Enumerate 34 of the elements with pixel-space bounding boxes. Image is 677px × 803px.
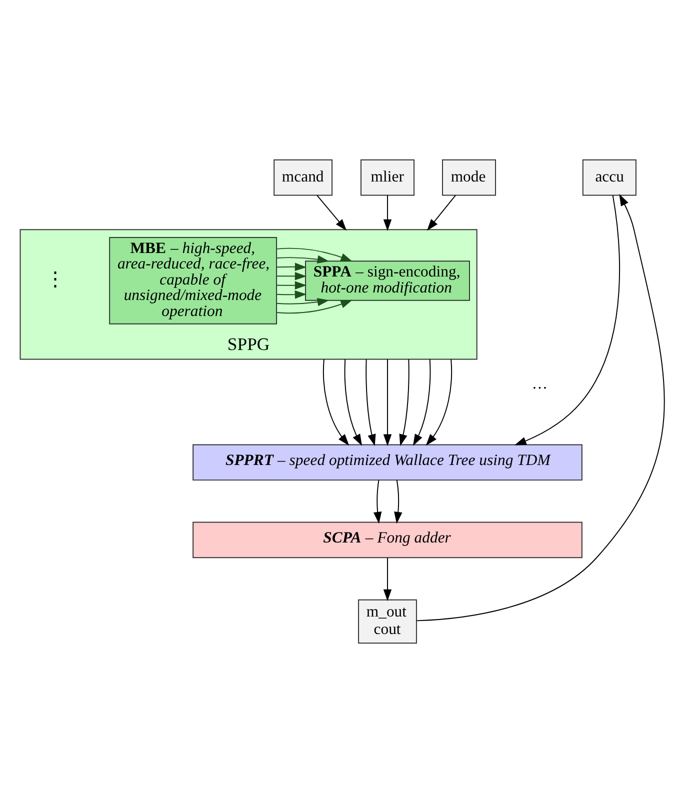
arrow (276, 255, 330, 264)
arrow (394, 480, 402, 524)
arrow (344, 358, 362, 446)
arrow (373, 480, 382, 524)
node-box: SPPA – sign-encoding, hot-one modification (305, 260, 470, 301)
arrow (276, 281, 307, 290)
arrow (276, 272, 307, 280)
arrow (276, 300, 352, 314)
arrow (416, 194, 665, 622)
arrow (399, 358, 410, 446)
arrow (426, 358, 452, 446)
arrow (322, 358, 350, 446)
arrow (276, 298, 330, 306)
arrow (514, 194, 620, 446)
arrow (366, 358, 376, 446)
arrow (383, 557, 392, 602)
arrow (276, 290, 307, 299)
node-box: mode (442, 159, 496, 196)
node-box: MBE – high-speed, area-reduced, race-free, capable of unsigned/mixed-mode operation (109, 237, 278, 324)
node-box: SPPRT – speed optimized Wallace Tree using TDM (192, 444, 582, 481)
label: ⋮ (45, 268, 66, 291)
label: … (532, 376, 548, 393)
node-box: m_out cout (358, 599, 417, 644)
node-box: mcand (274, 159, 332, 196)
node-box: mlier (360, 159, 414, 196)
node-box: accu (582, 159, 636, 196)
node-box: SCPA – Fong adder (192, 522, 582, 558)
arrow (426, 194, 456, 231)
arrow (276, 262, 307, 271)
arrow (316, 194, 347, 231)
arrow (383, 358, 392, 446)
arrow (276, 248, 352, 262)
arrow (383, 194, 392, 232)
arrow (412, 358, 431, 446)
